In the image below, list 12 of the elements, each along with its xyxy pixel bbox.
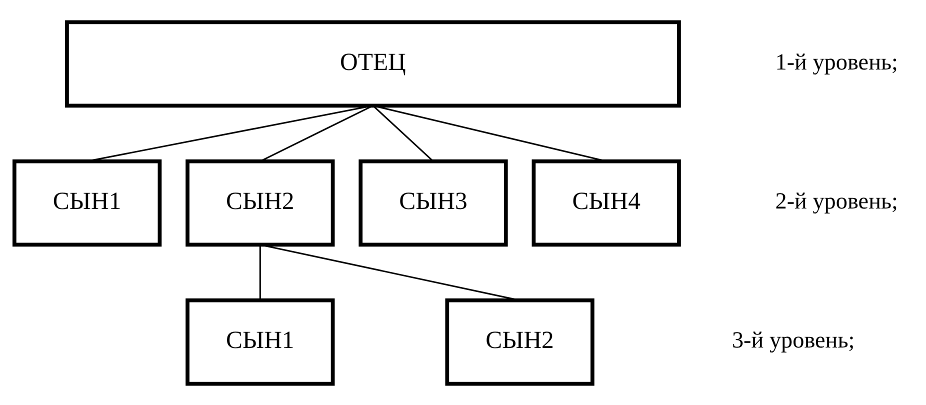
node-box: СЫН3	[358, 158, 508, 246]
connector	[372, 104, 434, 162]
node-box: СЫН2	[186, 158, 335, 246]
node-box: СЫН2	[445, 298, 594, 386]
node-box: СЫН4	[532, 158, 681, 246]
node-box: СЫН1	[12, 158, 162, 246]
connector	[259, 244, 261, 300]
node-box: ОТЕЦ	[65, 20, 681, 108]
label: 3-й уровень;	[732, 327, 855, 353]
label: 1-й уровень;	[775, 48, 898, 75]
node-box: СЫН1	[186, 298, 335, 386]
label: 2-й уровень;	[775, 188, 898, 214]
